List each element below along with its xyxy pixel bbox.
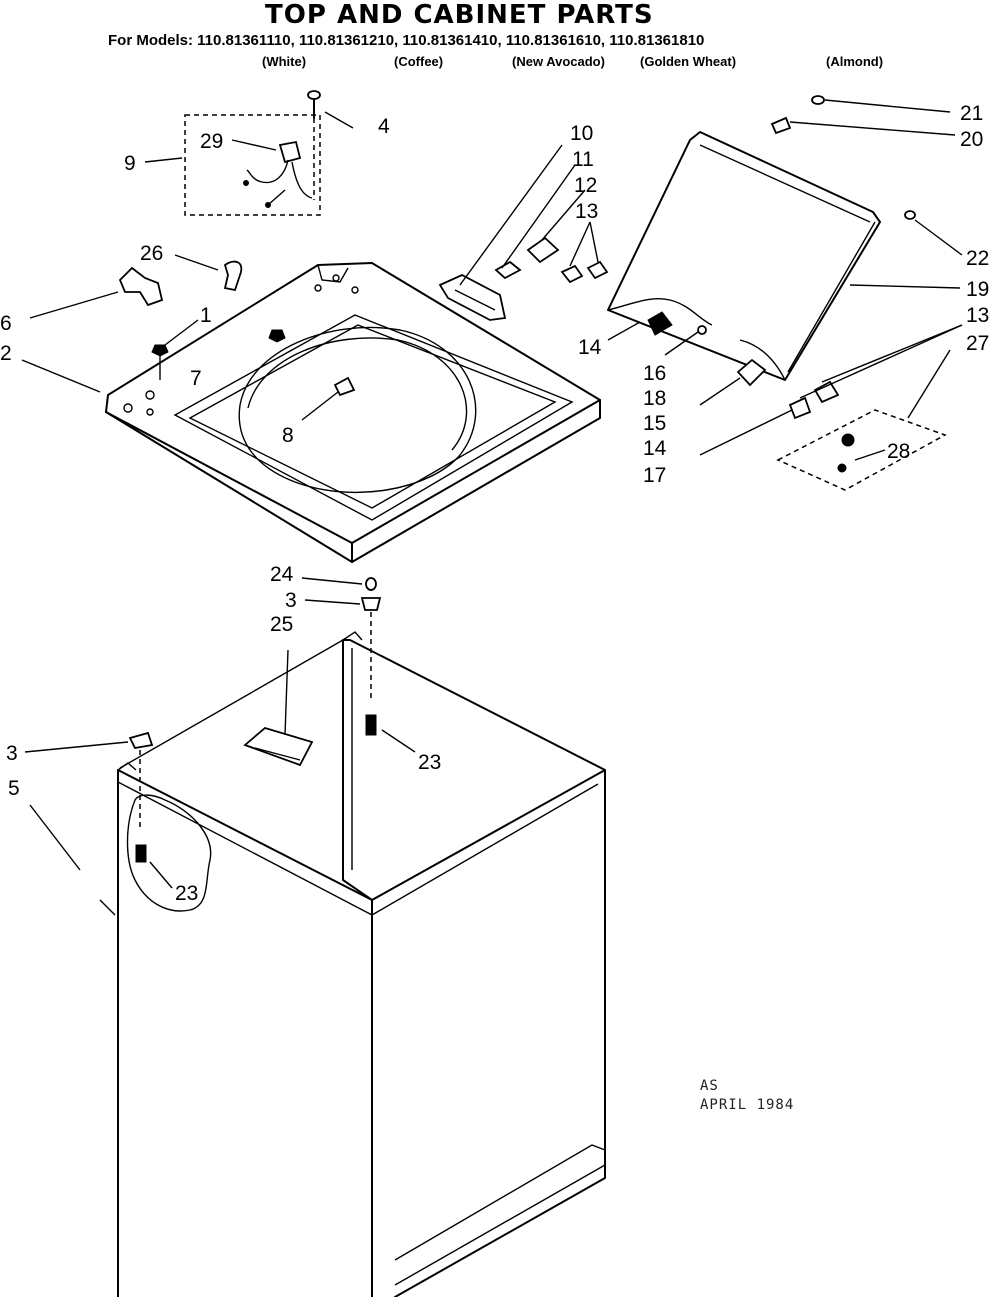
nut-center (268, 329, 286, 343)
callout-22: 22 (966, 247, 989, 270)
stamp-date: APRIL 1984 (700, 1097, 795, 1113)
callout-28: 28 (887, 440, 910, 463)
washer-lid (607, 131, 881, 381)
callout-21: 21 (960, 102, 983, 125)
part-18 (736, 358, 767, 387)
nut-1 (151, 344, 169, 357)
callout-24: 24 (270, 563, 294, 586)
callout-18: 18 (643, 387, 666, 410)
part-28-nut (841, 433, 855, 447)
callout-3-left: 3 (6, 742, 18, 765)
callout-16: 16 (643, 362, 666, 385)
callout-3-upper: 3 (285, 589, 297, 612)
part-13-left (560, 264, 584, 284)
part-28-screw (837, 463, 847, 473)
part-3-upper (360, 597, 382, 611)
callout-2: 2 (0, 342, 12, 365)
color-new-avocado: (New Avocado) (512, 54, 605, 69)
part-16 (697, 325, 707, 335)
callout-7: 7 (190, 367, 202, 390)
callout-8: 8 (282, 424, 294, 447)
callout-23-upper: 23 (418, 751, 441, 774)
part-25 (243, 726, 314, 767)
diagram-title: TOP AND CABINET PARTS (265, 0, 654, 30)
part-20 (770, 116, 792, 135)
color-coffee: (Coffee) (394, 54, 444, 69)
hinge-bracket-10 (438, 273, 507, 321)
callout-26: 26 (140, 242, 163, 265)
callout-19: 19 (966, 278, 989, 301)
callout-labels: 1 2 3 3 4 5 6 7 8 9 10 11 12 13 13 14 14… (0, 102, 989, 905)
color-white: (White) (262, 54, 307, 69)
part-8 (333, 376, 356, 397)
callout-5: 5 (8, 777, 20, 800)
callout-4: 4 (378, 115, 390, 138)
callout-14-lower: 14 (643, 437, 667, 460)
callout-9: 9 (124, 152, 136, 175)
callout-10: 10 (570, 122, 593, 145)
part-13-right (586, 260, 609, 280)
clip-26 (223, 260, 243, 292)
color-golden-wheat: (Golden Wheat) (640, 54, 737, 69)
screw-4 (307, 90, 321, 200)
hinge-cover-box (776, 409, 947, 491)
callout-6: 6 (0, 312, 12, 335)
leader-lines (21, 99, 963, 916)
callout-12: 12 (574, 174, 597, 197)
part-11 (494, 260, 522, 280)
cabinet-body (117, 631, 606, 1297)
part-21 (811, 95, 825, 105)
callout-23-lower: 23 (175, 882, 198, 905)
washer-top-panel (105, 262, 601, 563)
part-3-left (128, 731, 154, 750)
part-22 (904, 210, 916, 220)
bracket-6 (118, 266, 164, 307)
stamp-initials: AS (700, 1078, 719, 1094)
lid-switch-box (184, 114, 321, 216)
callout-17: 17 (643, 464, 666, 487)
lid-switch-part (243, 140, 313, 208)
callout-11: 11 (572, 148, 594, 171)
screw-23-upper (365, 714, 377, 736)
callout-13: 13 (575, 200, 598, 223)
models-line: For Models: 110.81361110, 110.81361210, … (108, 32, 705, 49)
hinge-part-14 (647, 311, 673, 336)
callout-29: 29 (200, 130, 223, 153)
part-13-lower (813, 380, 840, 404)
callout-25: 25 (270, 613, 293, 636)
callout-1: 1 (200, 304, 212, 327)
callout-27: 27 (966, 332, 989, 355)
part-24 (365, 577, 377, 591)
part-15 (788, 396, 812, 420)
screw-23-lower (135, 844, 147, 863)
callout-20: 20 (960, 128, 983, 151)
callout-14: 14 (578, 336, 602, 359)
callout-13-right: 13 (966, 304, 989, 327)
color-almond: (Almond) (826, 54, 884, 69)
part-12 (526, 236, 560, 264)
callout-15: 15 (643, 412, 666, 435)
